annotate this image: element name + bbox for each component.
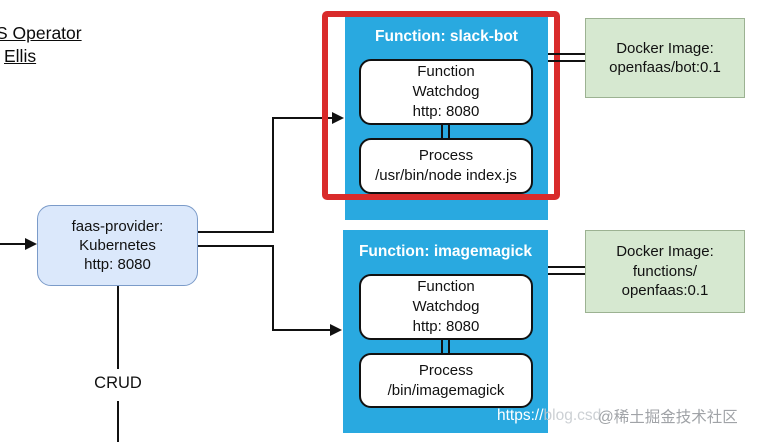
highlight-rectangle <box>322 11 560 200</box>
faas-provider-node: faas-provider: Kubernetes http: 8080 <box>37 205 198 286</box>
function-imagemagick-title: Function: imagemagick <box>358 243 533 260</box>
provider-line-3: http: 8080 <box>84 256 151 273</box>
docker2-line-2: functions/ <box>632 262 698 280</box>
watchdog-line-1: Function <box>417 63 475 80</box>
watchdog-line-3: http: 8080 <box>412 318 480 335</box>
provider-line-1: faas-provider: <box>71 218 164 235</box>
imagemagick-process-box: Process /bin/imagemagick <box>359 353 533 408</box>
connector-b-h2 <box>272 329 332 332</box>
watchdog-line-3: http: 8080 <box>412 103 480 120</box>
slack-bot-watchdog-box: Function Watchdog http: 8080 <box>359 59 533 125</box>
connector-a-h1 <box>198 231 274 234</box>
docker1-line-2: openfaas/bot:0.1 <box>609 59 721 76</box>
gateway-arrowhead-icon <box>25 237 37 250</box>
function-imagemagick-node: Function: imagemagick Function Watchdog … <box>343 230 548 433</box>
watermark-url-blue: https:// <box>497 407 544 424</box>
crud-line-upper <box>117 286 120 369</box>
watermark-community: @稀土掘金技术社区 <box>598 409 738 426</box>
slack-bot-docker-link-icon <box>548 53 585 62</box>
docker-image-functions-node: Docker Image: functions/ openfaas:0.1 <box>585 230 745 313</box>
watchdog-process-link-icon <box>441 340 450 354</box>
docker-image-bot-node: Docker Image: openfaas/bot:0.1 <box>585 18 745 98</box>
crud-label: CRUD <box>91 374 145 393</box>
function-slack-bot-node: Function: slack-bot Function Watchdog ht… <box>345 15 548 220</box>
watchdog-line-2: Watchdog <box>412 298 480 315</box>
connector-a-h2 <box>272 117 334 120</box>
watermark-url-gray: blog.csd <box>543 407 602 424</box>
provider-line-2: Kubernetes <box>79 237 156 254</box>
process-line-2: /bin/imagemagick <box>387 381 505 399</box>
connector-a-arrowhead-icon <box>332 111 344 124</box>
process-line-1: Process <box>418 361 474 379</box>
process-line-1: Process <box>418 147 474 164</box>
docker2-line-3: openfaas:0.1 <box>621 282 709 300</box>
process-line-2: /usr/bin/node index.js <box>375 167 517 184</box>
slack-bot-process-box: Process /usr/bin/node index.js <box>359 138 533 194</box>
watchdog-line-2: Watchdog <box>412 83 480 100</box>
function-slack-bot-title: Function: slack-bot <box>375 28 518 45</box>
docker1-line-1: Docker Image: <box>616 39 714 57</box>
crud-line-lower <box>117 401 120 442</box>
connector-b-arrowhead-icon <box>330 323 342 336</box>
link-openfaas-operator[interactable]: S Operator <box>0 23 82 43</box>
link-ellis[interactable]: Ellis <box>4 46 37 66</box>
connector-a-v <box>272 117 275 233</box>
watermark-url: https://blog.csd <box>497 407 601 425</box>
imagemagick-watchdog-box: Function Watchdog http: 8080 <box>359 274 533 340</box>
watchdog-line-1: Function <box>417 278 475 295</box>
watchdog-process-link-icon <box>441 125 450 139</box>
connector-b-v <box>272 245 275 331</box>
gateway-arrow-line <box>0 243 27 246</box>
connector-b-h1 <box>198 245 274 248</box>
docker2-line-1: Docker Image: <box>616 243 714 261</box>
imagemagick-docker-link-icon <box>548 266 585 275</box>
